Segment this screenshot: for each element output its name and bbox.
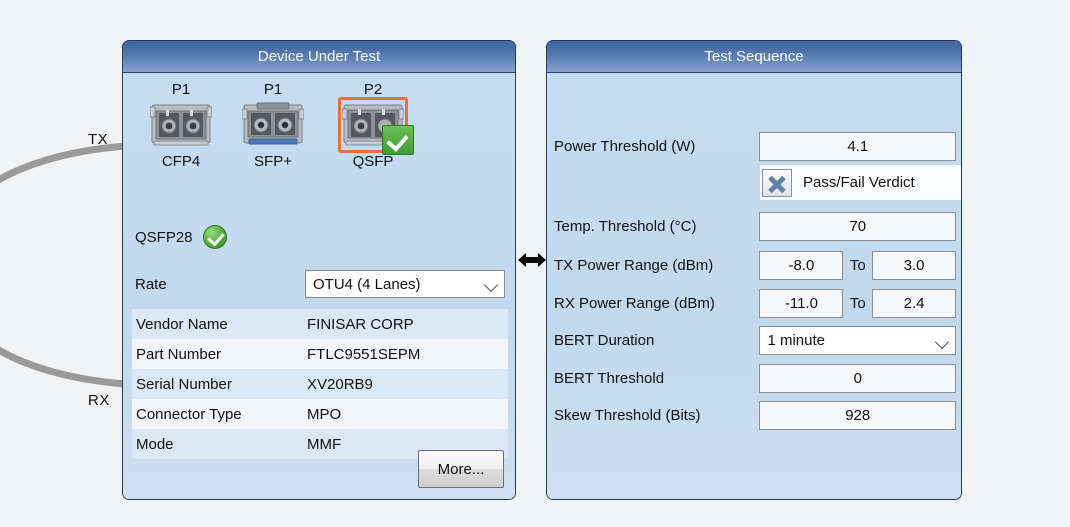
- power-threshold-label: Power Threshold (W): [554, 137, 696, 155]
- port-cfp4-icon-wrap: [150, 101, 212, 149]
- more-button[interactable]: More...: [418, 450, 504, 488]
- chevron-down-icon: [934, 334, 950, 349]
- table-row: Vendor Name FINISAR CORP: [132, 309, 508, 339]
- table-cell-value: XV20RB9: [307, 375, 373, 393]
- port-qsfp[interactable]: P2: [325, 81, 421, 170]
- port-sfp-plus-slot: P1: [263, 81, 283, 98]
- table-cell-key: Vendor Name: [136, 315, 228, 333]
- module-status-row: QSFP28: [135, 225, 227, 249]
- module-info-table: Vendor Name FINISAR CORP Part Number FTL…: [132, 309, 508, 459]
- bert-threshold-label: BERT Threshold: [554, 369, 665, 387]
- table-row: Serial Number XV20RB9: [132, 369, 508, 399]
- tx-range-to-label: To: [849, 256, 866, 274]
- table-cell-value: MPO: [307, 405, 342, 423]
- verdict-row: Pass/Fail Verdict: [554, 165, 961, 200]
- rate-label: Rate: [135, 275, 167, 293]
- port-cfp4-label: CFP4: [161, 153, 201, 170]
- table-cell-key: Connector Type: [136, 405, 242, 423]
- rx-range-to-label: To: [849, 294, 866, 312]
- sequence-panel-body: Power Threshold (W) 4.1 Pass/Fail Verdic…: [547, 73, 961, 499]
- dut-panel-body: P1: [123, 73, 515, 499]
- rx-power-range-label: RX Power Range (dBm): [554, 294, 715, 312]
- link-arrow-icon: [516, 248, 548, 272]
- port-sfp-plus[interactable]: P1: [225, 81, 321, 170]
- verdict-strip: Pass/Fail Verdict: [760, 165, 961, 200]
- power-threshold-input[interactable]: 4.1: [759, 131, 956, 161]
- sequence-panel-title: Test Sequence: [547, 41, 961, 73]
- bert-duration-select[interactable]: 1 minute: [759, 325, 956, 355]
- table-cell-value: FINISAR CORP: [307, 315, 414, 333]
- rate-select[interactable]: OTU4 (4 Lanes): [305, 270, 505, 298]
- port-qsfp-icon-wrap: [338, 97, 414, 155]
- table-cell-key: Mode: [136, 435, 174, 453]
- table-cell-key: Part Number: [136, 345, 222, 363]
- tx-power-range-label: TX Power Range (dBm): [554, 256, 714, 274]
- temp-threshold-label: Temp. Threshold (°C): [554, 217, 697, 235]
- tx-power-min-input[interactable]: -8.0: [759, 250, 844, 280]
- temp-threshold-row: Temp. Threshold (°C) 70: [554, 209, 956, 243]
- rate-row: Rate OTU4 (4 Lanes): [135, 267, 505, 301]
- transceiver-module-icon: [242, 102, 304, 145]
- transceiver-module-icon: [150, 104, 212, 146]
- bert-threshold-row: BERT Threshold 0: [554, 361, 956, 395]
- loopback-cable: [0, 140, 128, 390]
- device-under-test-panel: Device Under Test P1: [122, 40, 516, 500]
- table-row: Part Number FTLC9551SEPM: [132, 339, 508, 369]
- green-check-icon: [202, 225, 227, 249]
- test-sequence-panel: Test Sequence Power Threshold (W) 4.1 Pa…: [546, 40, 962, 500]
- table-cell-value: MMF: [307, 435, 342, 453]
- blue-x-icon[interactable]: [762, 168, 792, 197]
- port-cfp4-slot: P1: [171, 81, 191, 98]
- dut-panel-title: Device Under Test: [123, 41, 515, 73]
- rx-power-max-input[interactable]: 2.4: [872, 288, 956, 318]
- transceiver-port-group: P1: [123, 73, 515, 203]
- port-qsfp-label: QSFP: [352, 153, 394, 170]
- tx-power-range-row: TX Power Range (dBm) -8.0 To 3.0: [554, 248, 956, 282]
- tx-power-max-input[interactable]: 3.0: [872, 250, 956, 280]
- table-cell-key: Serial Number: [136, 375, 232, 393]
- power-threshold-row: Power Threshold (W) 4.1: [554, 129, 956, 163]
- temp-threshold-input[interactable]: 70: [759, 211, 956, 241]
- bert-duration-row: BERT Duration 1 minute: [554, 323, 956, 357]
- verdict-label: Pass/Fail Verdict: [803, 174, 915, 191]
- port-sfp-plus-label: SFP+: [254, 153, 292, 170]
- module-name: QSFP28: [135, 228, 193, 246]
- bert-threshold-input[interactable]: 0: [759, 363, 956, 393]
- table-row: Connector Type MPO: [132, 399, 508, 429]
- rx-power-range-row: RX Power Range (dBm) -11.0 To 2.4: [554, 286, 956, 320]
- port-qsfp-ok-icon: [382, 125, 414, 155]
- rx-label: RX: [88, 392, 110, 409]
- skew-threshold-label: Skew Threshold (Bits): [554, 406, 701, 424]
- rate-select-value: OTU4 (4 Lanes): [313, 275, 421, 293]
- tx-label: TX: [88, 131, 109, 148]
- rx-power-min-input[interactable]: -11.0: [759, 288, 844, 318]
- port-qsfp-slot: P2: [363, 81, 383, 98]
- bert-duration-value: 1 minute: [767, 331, 825, 349]
- chevron-down-icon: [483, 277, 499, 293]
- skew-threshold-input[interactable]: 928: [759, 400, 956, 430]
- port-cfp4[interactable]: P1: [133, 81, 229, 170]
- skew-threshold-row: Skew Threshold (Bits) 928: [554, 398, 956, 432]
- bert-duration-label: BERT Duration: [554, 331, 655, 349]
- port-sfp-plus-icon-wrap: [242, 101, 304, 149]
- table-cell-value: FTLC9551SEPM: [307, 345, 421, 363]
